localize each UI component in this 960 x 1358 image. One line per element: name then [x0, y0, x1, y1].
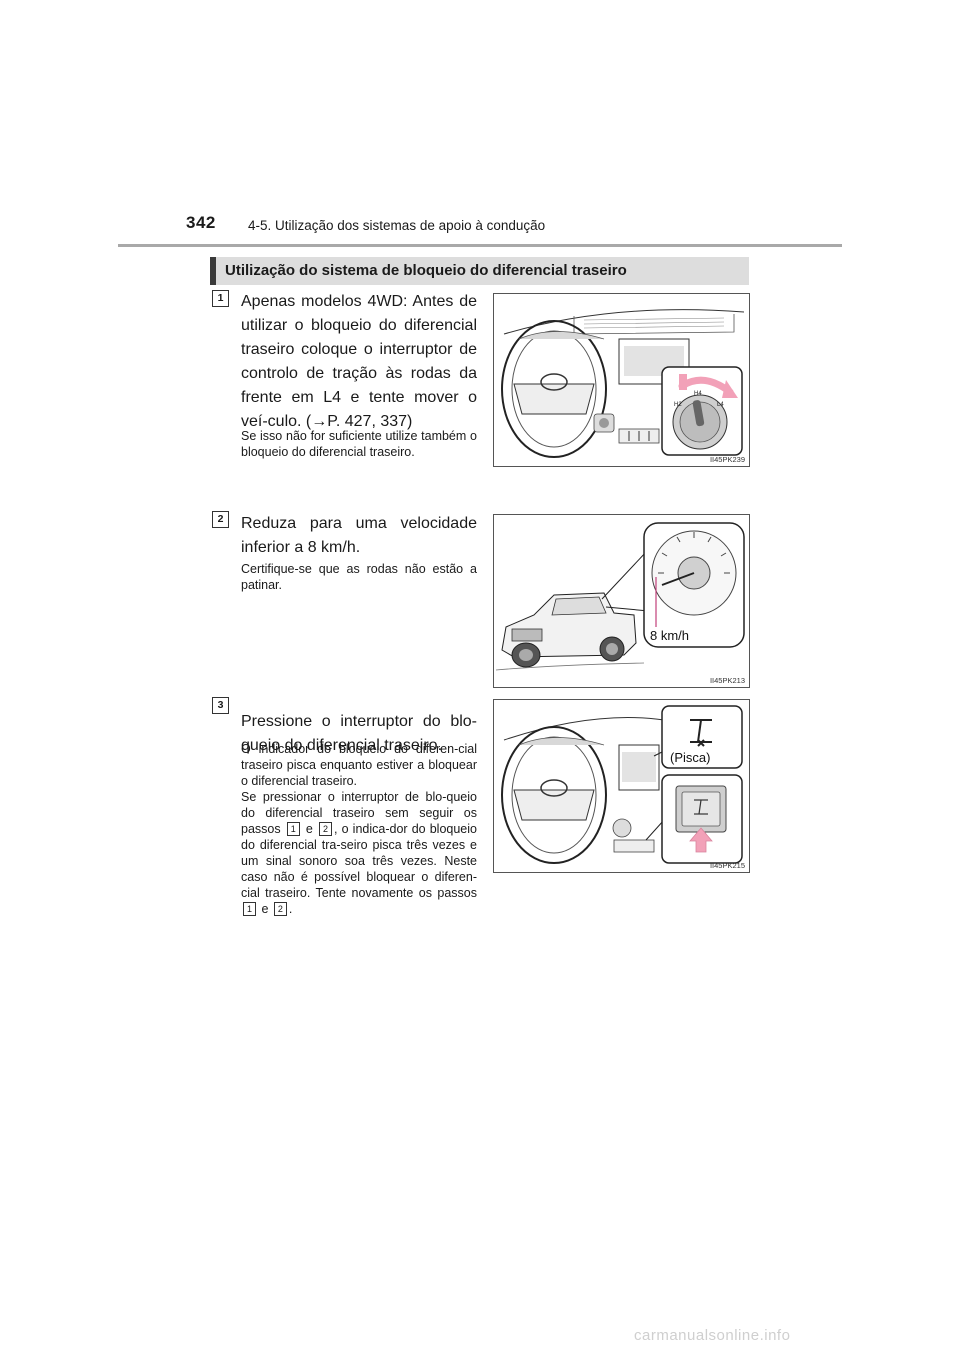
note2-conj1: e [305, 822, 313, 836]
step-2-note: Certifique-se que as rodas não estão a p… [241, 562, 477, 592]
figure-step-3: (Pisca) II45PK215 [493, 699, 750, 873]
dial-label-l4: L4 [717, 402, 724, 408]
step-3-note: O indicador do bloqueio do diferen-cial … [241, 742, 477, 788]
step-1-badge: 1 [212, 290, 229, 307]
watermark: carmanualsonline.info [634, 1327, 791, 1344]
figure-code-1: II45PK239 [709, 455, 745, 464]
step-2-text: Reduza para uma velocidade inferior a 8 … [241, 515, 477, 556]
section-header-bar [210, 257, 749, 285]
press-arrow-icon [689, 827, 713, 853]
chapter-title: 4-5. Utilização dos sistemas de apoio à … [248, 218, 546, 233]
dashboard-dial-illustration: H2 H4 L4 [501, 309, 745, 458]
speed-callout-label: 8 km/h [650, 628, 689, 643]
note2-conj2: e [261, 902, 269, 916]
step-1-text: Apenas modelos 4WD: Antes de utilizar o … [241, 293, 477, 430]
header-rule [118, 244, 842, 247]
blink-callout-label: (Pisca) [670, 750, 710, 765]
figure-code-2: II45PK213 [709, 676, 745, 685]
note2-part2: , o indica-dor do bloqueio do diferencia… [241, 822, 477, 900]
diff-lock-indicator-icon [690, 719, 712, 747]
dial-label-h2: H2 [674, 402, 682, 408]
dial-label-h4: H4 [694, 391, 702, 397]
step-3-badge: 3 [212, 697, 229, 714]
step-3-text: Pressione o interruptor do blo-queio do … [241, 713, 477, 754]
section-header-accent [210, 257, 216, 285]
step-ref-4: 2 [273, 902, 287, 916]
step-ref-2: 2 [318, 822, 332, 836]
section-title: Utilização do sistema de bloqueio do dif… [225, 262, 627, 279]
diff-lock-switch-icon [694, 799, 708, 815]
step-ref-1: 1 [286, 822, 300, 836]
speedometer-truck-illustration: 8 km/h [495, 522, 745, 671]
figure-code-3: II45PK215 [709, 861, 745, 870]
step-ref-3: 1 [243, 902, 256, 916]
step-2-badge: 2 [212, 511, 229, 528]
figure-step-2: 8 km/h II45PK213 [493, 514, 750, 688]
figure-step-1: H2 H4 L4 II45PK239 [493, 293, 750, 467]
note2-end: . [288, 902, 293, 916]
note2-part1: Se pressionar o interruptor de blo-queio… [241, 790, 477, 836]
step-3-note-2: Se pressionar o interruptor de blo-queio… [241, 789, 477, 917]
page-number: 342 [186, 213, 216, 232]
diff-lock-switch-illustration: (Pisca) [501, 705, 743, 864]
step-1-note: Se isso não for suficiente utilize també… [241, 429, 477, 459]
